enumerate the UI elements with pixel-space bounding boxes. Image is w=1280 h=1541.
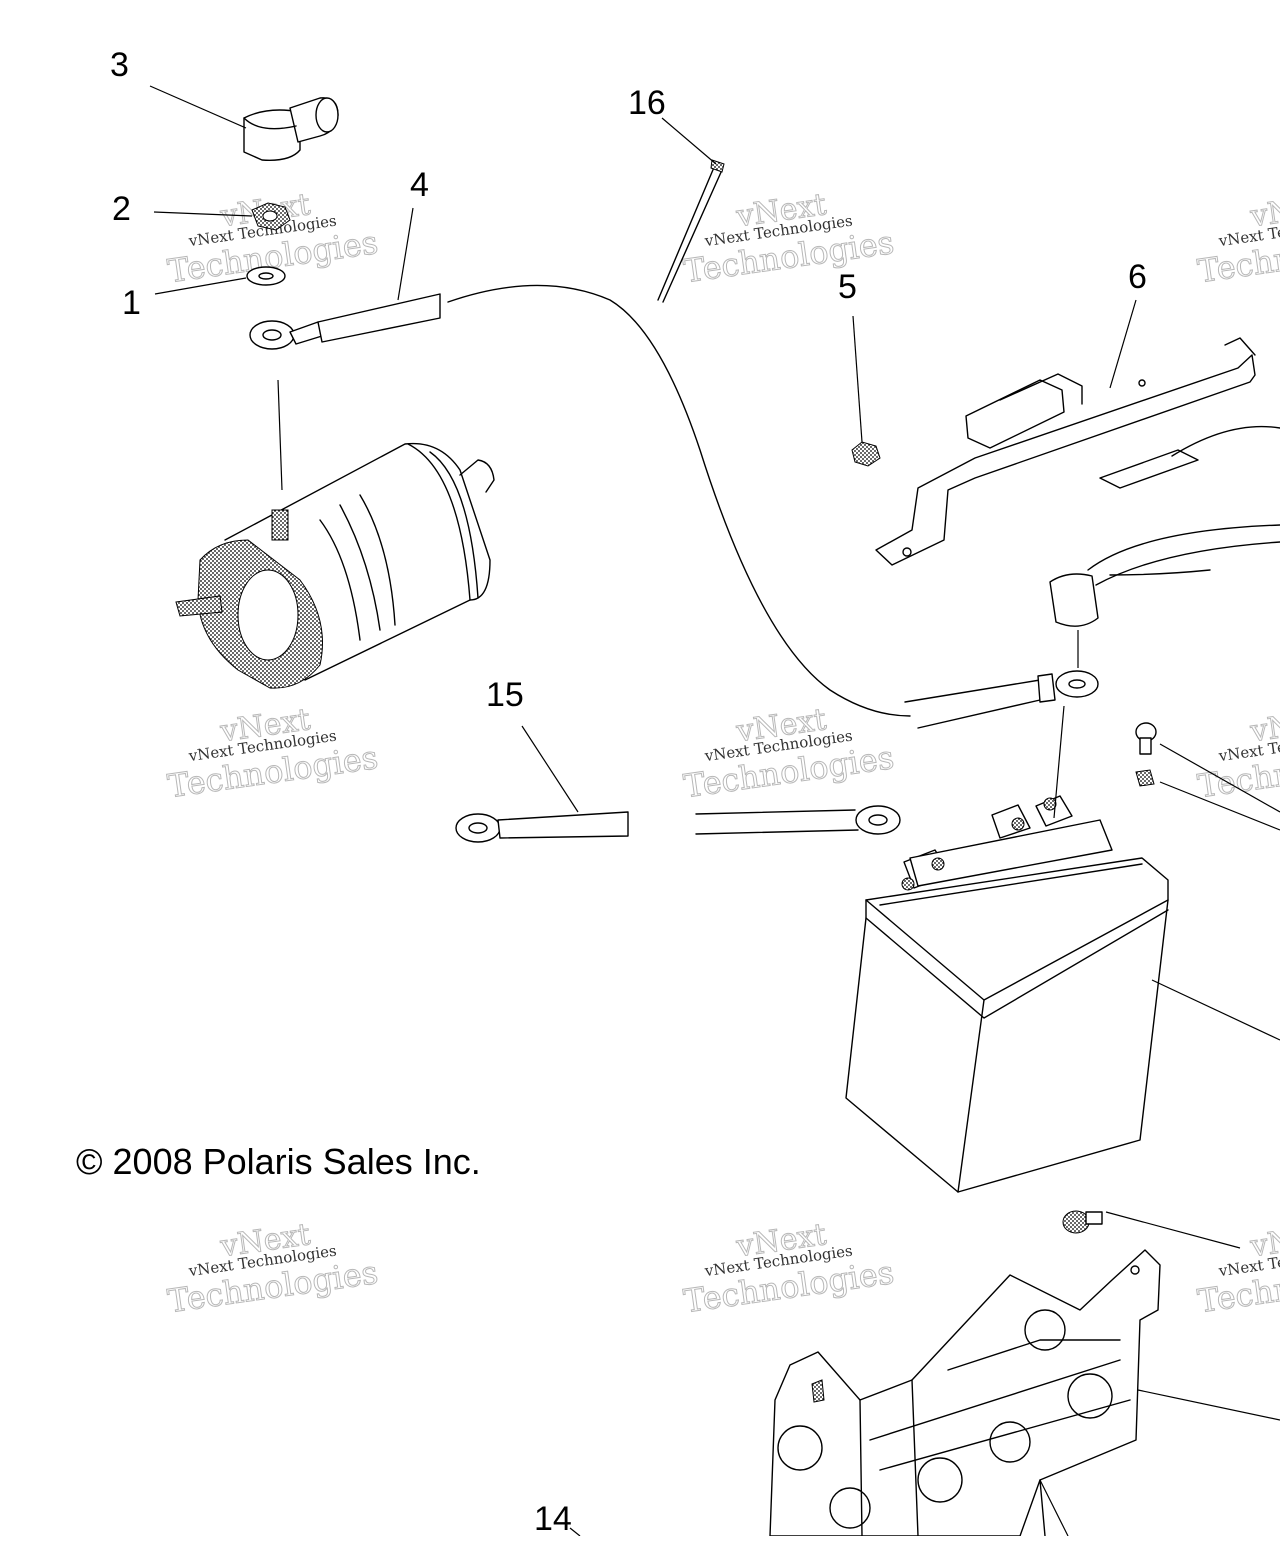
part-4-cable[interactable]	[249, 284, 1099, 729]
positive-boot[interactable]	[1049, 524, 1280, 668]
tray-bolt[interactable]	[1062, 1210, 1241, 1249]
callout-16[interactable]: 16	[628, 84, 666, 122]
callout-2[interactable]: 2	[112, 190, 131, 228]
part-6-bracket[interactable]	[875, 337, 1280, 566]
part-3-terminal-boot[interactable]	[243, 97, 339, 161]
watermark-3: vNext vNext Technologies Technologies	[1195, 187, 1280, 291]
battery[interactable]	[845, 705, 1280, 1193]
copyright-text: © 2008 Polaris Sales Inc.	[76, 1141, 481, 1182]
callout-1[interactable]: 1	[122, 284, 141, 322]
callout-5[interactable]: 5	[838, 268, 857, 306]
part-5-nut[interactable]	[851, 441, 881, 467]
callout-3[interactable]: 3	[110, 46, 129, 84]
callout-14[interactable]: 14	[534, 1500, 572, 1538]
watermark-8: vNext vNext Technologies Technologies	[681, 1217, 897, 1321]
part-2-nut[interactable]	[251, 202, 291, 231]
watermark-4: vNext vNext Technologies Technologies	[165, 702, 381, 806]
callouts: 3 2 1 4 16 5 6 15 14	[110, 46, 1147, 1538]
watermark-7: vNext vNext Technologies Technologies	[165, 1217, 381, 1321]
watermark-5: vNext vNext Technologies Technologies	[681, 702, 897, 806]
watermark-2: vNext vNext Technologies Technologies	[681, 187, 897, 291]
callout-4[interactable]: 4	[410, 166, 429, 204]
watermark-6: vNext vNext Technologies Technologies	[1195, 702, 1280, 806]
callout-15[interactable]: 15	[486, 676, 524, 714]
leader-lines	[149, 85, 1137, 1537]
terminal-screw[interactable]	[1135, 722, 1280, 831]
watermark-9: vNext vNext Technologies Technologies	[1195, 1217, 1280, 1321]
part-1-washer[interactable]	[246, 266, 286, 286]
part-15-cable[interactable]	[455, 805, 901, 843]
starter-motor[interactable]	[175, 442, 495, 689]
callout-6[interactable]: 6	[1128, 258, 1147, 296]
